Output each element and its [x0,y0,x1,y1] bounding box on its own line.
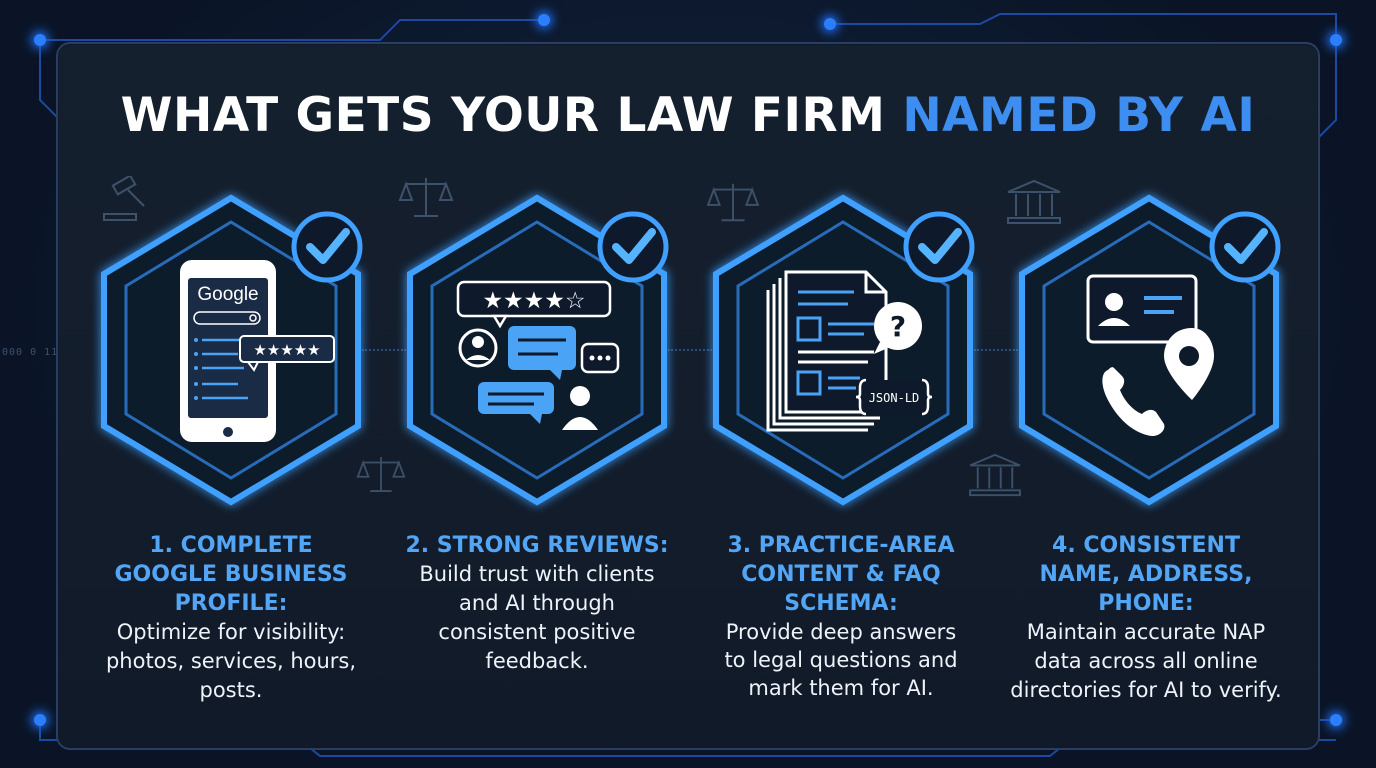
card-2-description: Build trust with clients and AI through … [419,562,655,673]
connector-1-2 [362,349,406,351]
card-1-description: Optimize for visibility: photos, service… [105,620,357,702]
check-badge-4 [1208,210,1282,284]
circuit-node-bottom-left [34,714,46,726]
reviews-chat-icon: ★★★★☆ [456,280,620,430]
side-code-text: 000 0 11 [2,347,59,358]
documents-schema-icon: ? JSON-LD [766,270,933,432]
scales-icon-2 [706,183,760,222]
card-3-text: 3. PRACTICE-AREA CONTENT & FAQ SCHEMA: P… [696,531,986,702]
card-2-text: 2. STRONG REVIEWS: Build trust with clie… [392,531,682,676]
circuit-node-bottom-right [1330,714,1342,726]
card-2-heading: 2. STRONG REVIEWS: [405,533,669,558]
scales-icon [398,178,454,217]
checkmark-icon [306,228,350,264]
svg-text:★★★★★: ★★★★★ [253,341,320,359]
card-1-text: 1. COMPLETE GOOGLE BUSINESS PROFILE: Opt… [86,531,376,705]
checkmark-icon [612,228,656,264]
checkmark-icon [1224,228,1268,264]
card-4-heading: 4. CONSISTENT NAME, ADDRESS, PHONE: [1039,533,1253,616]
phone-google-listing-icon: Google ★★★★★ [180,260,335,442]
card-1-heading: 1. COMPLETE GOOGLE BUSINESS PROFILE: [114,533,348,616]
circuit-node-top-left [34,34,46,46]
scales-icon-3 [356,457,406,492]
circuit-node-top [538,14,550,26]
phone-brand: Google [197,284,258,305]
checkmark-icon [918,228,962,264]
card-3-heading: 3. PRACTICE-AREA CONTENT & FAQ SCHEMA: [727,533,955,616]
circuit-node-top-mid [824,18,836,30]
circuit-node-top-right [1330,34,1342,46]
hex-card-4 [1018,194,1280,506]
contact-card-location-phone-icon [1086,274,1214,436]
title-accent: NAMED BY AI [902,88,1256,143]
check-badge-2 [596,210,670,284]
courthouse-icon [1007,179,1061,224]
card-4-description: Maintain accurate NAP data across all on… [1010,620,1282,702]
page-title: WHAT GETS YOUR LAW FIRM NAMED BY AI [0,88,1376,143]
card-3-description: Provide deep answers to legal questions … [724,620,958,700]
connector-2-3 [668,349,712,351]
courthouse-icon-2 [969,453,1021,497]
card-4-text: 4. CONSISTENT NAME, ADDRESS, PHONE: Main… [996,531,1296,705]
svg-text:★★★★☆: ★★★★☆ [482,288,585,314]
check-badge-3 [902,210,976,284]
check-badge-1 [290,210,364,284]
question-mark: ? [890,310,906,343]
schema-label: JSON-LD [869,391,920,405]
connector-3-4 [974,349,1018,351]
hex-frame [1019,194,1279,506]
title-prefix: WHAT GETS YOUR LAW FIRM [120,88,886,143]
gavel-icon [103,176,145,221]
